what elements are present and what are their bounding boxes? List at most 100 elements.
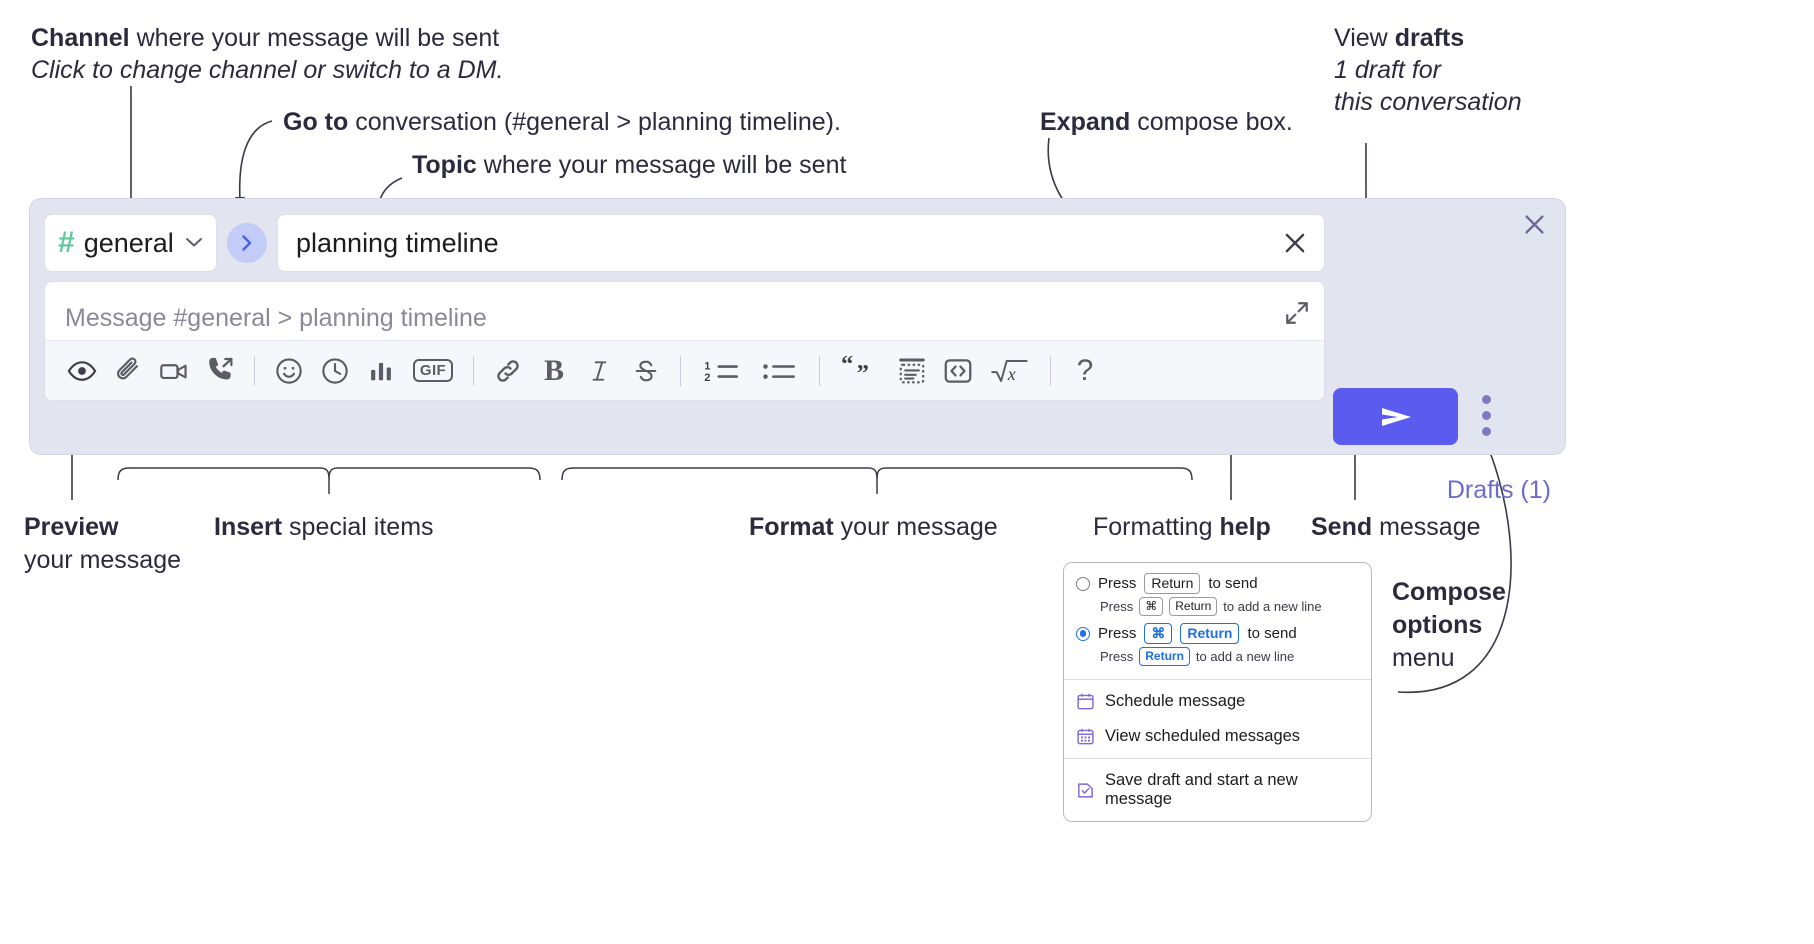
- key-return: Return: [1144, 573, 1201, 594]
- calendar-grid-icon: [1076, 727, 1095, 746]
- annotation-compose-line1: Compose: [1392, 578, 1506, 606]
- audio-call-icon[interactable]: [197, 348, 243, 394]
- radio-cmd-return[interactable]: [1076, 626, 1090, 641]
- topic-value: planning timeline: [296, 227, 499, 258]
- annotation-preview-bold: Preview: [24, 513, 119, 541]
- annotation-format-bold: Format: [749, 513, 834, 541]
- option-1-sub-pre: Press: [1100, 649, 1134, 664]
- annotation-help-rest: Formatting: [1093, 513, 1220, 541]
- message-input-area[interactable]: Message #general > planning timeline: [44, 281, 1325, 401]
- bold-glyph: B: [543, 353, 564, 387]
- option-0-post: to send: [1208, 575, 1258, 592]
- option-0-sub-post: to add a new line: [1223, 599, 1322, 614]
- annotation-format-rest: your message: [833, 513, 998, 541]
- topic-input[interactable]: planning timeline: [277, 214, 1325, 272]
- annotation-compose-line3: menu: [1392, 644, 1455, 672]
- annotation-preview: Preview your message: [24, 511, 181, 577]
- svg-text:“: “: [841, 356, 853, 378]
- annotation-drafts: View drafts 1 draft for this conversatio…: [1334, 22, 1522, 118]
- annotation-channel-bold: Channel: [31, 24, 130, 52]
- preview-icon[interactable]: [59, 348, 105, 394]
- gif-label: GIF: [412, 359, 454, 382]
- annotation-channel-rest: where your message will be sent: [129, 24, 500, 52]
- annotation-expand-rest: compose box.: [1130, 108, 1293, 136]
- toolbar-separator: [819, 355, 820, 386]
- calendar-icon: [1076, 692, 1095, 711]
- menu-divider: [1064, 758, 1371, 759]
- go-to-conversation-button[interactable]: [227, 223, 267, 263]
- svg-text:”: ”: [857, 360, 869, 386]
- option-0-sub-pre: Press: [1100, 599, 1134, 614]
- attachment-icon[interactable]: [105, 348, 151, 394]
- bold-icon[interactable]: B: [531, 348, 577, 394]
- key-return: Return: [1180, 623, 1240, 644]
- annotation-topic: Topic where your message will be sent: [412, 149, 846, 181]
- toolbar-separator: [473, 355, 474, 386]
- annotation-drafts-bold: drafts: [1394, 24, 1465, 52]
- annotation-channel: Channel where your message will be sent …: [31, 22, 503, 86]
- draft-save-icon: [1076, 781, 1095, 800]
- annotation-send-rest: message: [1372, 513, 1481, 541]
- svg-text:1: 1: [704, 360, 710, 372]
- toolbar-separator: [680, 355, 681, 386]
- drafts-link[interactable]: Drafts (1): [1446, 476, 1551, 504]
- video-icon[interactable]: [151, 348, 197, 394]
- annotation-channel-sub: Click to change channel or switch to a D…: [31, 56, 504, 84]
- send-shortcut-options: Press Return to send Press ⌘ Return to a…: [1064, 563, 1371, 679]
- toolbar-separator: [1050, 355, 1051, 386]
- compose-options-button[interactable]: [1482, 395, 1491, 436]
- italic-icon[interactable]: [577, 348, 623, 394]
- send-button[interactable]: [1333, 388, 1458, 445]
- annotation-compose-line2: options: [1392, 611, 1483, 639]
- annotation-goto-bold: Go to: [283, 108, 349, 136]
- send-icon: [1381, 407, 1411, 426]
- formatting-toolbar: GIF B: [45, 340, 1324, 400]
- menu-item-view-scheduled[interactable]: View scheduled messages: [1064, 719, 1371, 754]
- code-block-icon[interactable]: [889, 348, 935, 394]
- clear-topic-icon[interactable]: [1280, 228, 1310, 258]
- blockquote-icon[interactable]: “ ”: [831, 348, 889, 394]
- inline-code-icon[interactable]: [935, 348, 981, 394]
- annotation-topic-bold: Topic: [412, 151, 477, 179]
- radio-return[interactable]: [1076, 576, 1090, 591]
- compose-panel: Drafts (1) # general: [29, 198, 1566, 504]
- expand-compose-icon[interactable]: [1284, 300, 1310, 331]
- strikethrough-icon[interactable]: [623, 348, 669, 394]
- kebab-dot: [1482, 411, 1491, 420]
- menu-item-label: View scheduled messages: [1105, 727, 1301, 745]
- menu-item-label: Schedule message: [1105, 692, 1246, 710]
- bulleted-list-icon[interactable]: [750, 348, 808, 394]
- annotation-insert-rest: special items: [282, 513, 434, 541]
- message-placeholder: Message #general > planning timeline: [65, 304, 487, 332]
- question-mark-glyph: ?: [1076, 353, 1094, 387]
- context-row: # general planning timeline: [44, 214, 1325, 272]
- schedule-icon[interactable]: [312, 348, 358, 394]
- poll-icon[interactable]: [358, 348, 404, 394]
- channel-name: general: [83, 227, 174, 258]
- formatting-help-icon[interactable]: ?: [1062, 348, 1108, 394]
- option-cmd-return-to-send[interactable]: Press ⌘ Return to send Press Return to a…: [1064, 622, 1371, 672]
- annotation-expand: Expand compose box.: [1040, 106, 1293, 138]
- menu-item-schedule-message[interactable]: Schedule message: [1064, 684, 1371, 719]
- ordered-list-icon[interactable]: 1 2: [692, 348, 750, 394]
- option-return-to-send[interactable]: Press Return to send Press ⌘ Return to a…: [1064, 572, 1371, 622]
- annotation-format: Format your message: [749, 511, 998, 543]
- draft-group: Save draft and start a new message: [1064, 759, 1371, 821]
- emoji-icon[interactable]: [266, 348, 312, 394]
- gif-icon[interactable]: GIF: [404, 348, 462, 394]
- annotation-topic-rest: where your message will be sent: [476, 151, 847, 179]
- annotation-insert: Insert special items: [214, 511, 434, 543]
- math-icon[interactable]: x: [981, 348, 1039, 394]
- annotation-drafts-sub2: this conversation: [1334, 88, 1522, 116]
- annotation-compose-options: Compose options menu: [1392, 576, 1506, 675]
- close-icon[interactable]: [1521, 211, 1548, 243]
- channel-selector[interactable]: # general: [44, 214, 217, 272]
- key-command: ⌘: [1139, 597, 1164, 616]
- menu-item-save-draft[interactable]: Save draft and start a new message: [1064, 763, 1371, 817]
- annotation-help-bold: help: [1219, 513, 1271, 541]
- link-icon[interactable]: [485, 348, 531, 394]
- annotation-insert-bold: Insert: [214, 513, 283, 541]
- compose-inner: # general planning timeline M: [44, 214, 1325, 401]
